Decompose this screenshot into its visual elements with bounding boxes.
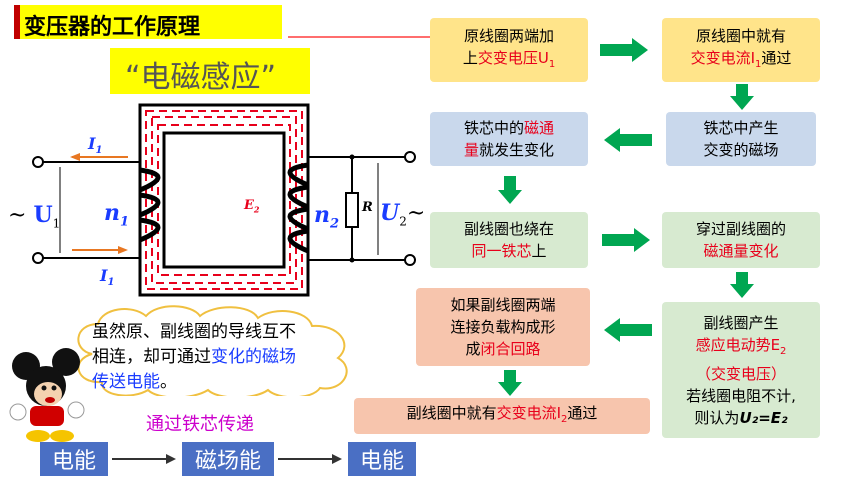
arrow-left-icon <box>604 318 652 342</box>
i1-top-label: I1 <box>88 134 103 157</box>
flow-box-closed-loop: 如果副线圈两端连接负载构成形成闭合回路 <box>416 288 590 366</box>
flow-box-secondary-flux: 穿过副线圈的磁通量变化 <box>662 212 820 268</box>
arrow-right-icon <box>602 228 650 252</box>
subtitle-highlight <box>110 48 310 94</box>
arrow-left-icon <box>604 128 652 152</box>
page-title: 变压器的工作原理 <box>24 15 201 40</box>
arrow-down-icon <box>498 176 522 204</box>
arrow-right-icon <box>278 454 342 464</box>
via-core-text: 通过铁芯传递 <box>146 414 254 435</box>
arrow-down-icon <box>730 84 754 110</box>
note-text: 虽然原、副线圈的导线互不 相连，却可通过变化的磁场 传送电能。 <box>92 322 296 392</box>
subtitle: “电磁感应” <box>125 60 277 95</box>
arrow-right-icon <box>112 454 176 464</box>
arrow-down-icon <box>730 272 754 298</box>
n1-label: n1 <box>104 200 130 230</box>
r-label: R <box>362 200 373 215</box>
n2-label: n2 <box>314 202 340 232</box>
flow-box-same-core: 副线圈也绕在同一铁芯上 <box>430 212 588 268</box>
u2-label: U2~ <box>380 200 426 229</box>
arrow-right-icon <box>600 38 648 62</box>
arrow-down-icon <box>498 370 522 396</box>
flow-box-flux-change: 铁芯中的磁通量就发生变化 <box>430 112 588 166</box>
e2-label: E2 <box>244 198 260 215</box>
energy-box-magnetic: 磁场能 <box>182 442 274 476</box>
energy-box-electric-in: 电能 <box>40 442 108 476</box>
transformer-diagram <box>32 103 416 297</box>
flow-box-primary-current: 原线圈中就有交变电流I1通过 <box>662 18 820 82</box>
title-underline <box>288 36 438 38</box>
u1-label: ~ U1 <box>8 202 61 231</box>
flow-box-secondary-current: 副线圈中就有交变电流I2通过 <box>354 398 650 434</box>
flow-box-induced-emf: 副线圈产生感应电动势E2（交变电压）若线圈电阻不计,则认为U₂=E₂ <box>662 302 820 438</box>
flow-box-primary-voltage: 原线圈两端加上交变电压U1 <box>430 18 588 82</box>
i1-bottom-label: I1 <box>100 266 115 289</box>
energy-box-electric-out: 电能 <box>348 442 416 476</box>
flow-box-alternating-field: 铁芯中产生交变的磁场 <box>666 112 816 166</box>
thought-cloud <box>77 305 348 396</box>
title-bar <box>14 5 282 39</box>
mascot-icon <box>9 348 85 442</box>
